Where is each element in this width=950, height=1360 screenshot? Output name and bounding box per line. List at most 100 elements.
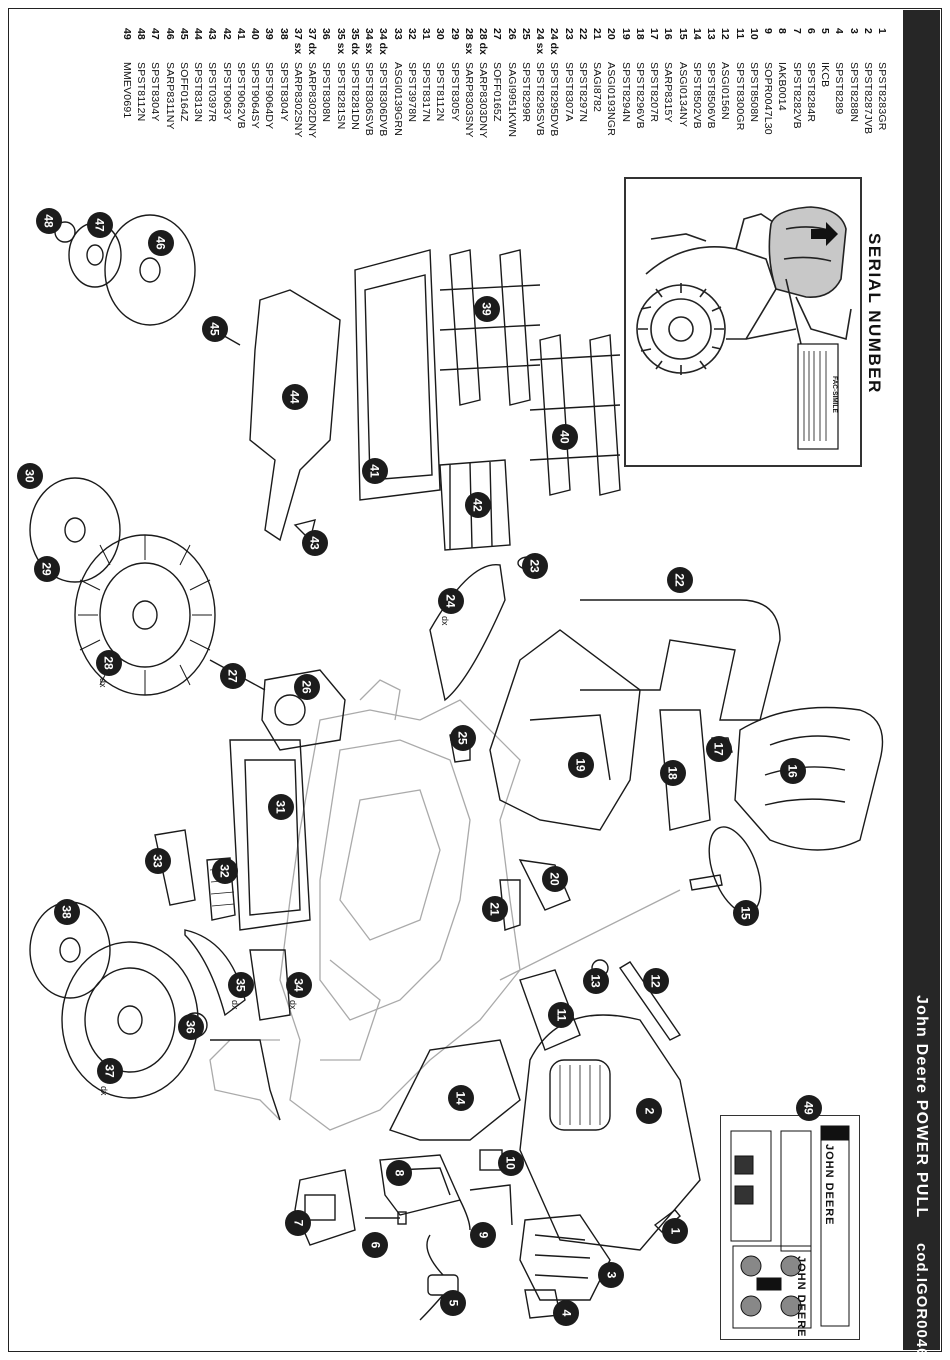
callout-label: 4: [559, 1309, 573, 1317]
callout-label: 10: [503, 1156, 518, 1170]
callout-label: 46: [153, 236, 168, 250]
callout-29: 29: [34, 556, 60, 582]
callout-label: 35: [233, 978, 248, 992]
callout-33: 33: [145, 848, 171, 874]
page-frame: [8, 8, 942, 1352]
callout-8: 8: [386, 1160, 412, 1186]
callout-28: 28: [96, 650, 122, 676]
callout-32: 32: [212, 858, 238, 884]
callout-label: 30: [22, 469, 37, 483]
callout-11: 11: [548, 1002, 574, 1028]
callout-26: 26: [294, 674, 320, 700]
callout-37: 37: [97, 1058, 123, 1084]
callout-label: 1: [668, 1227, 682, 1235]
title-band: [903, 10, 940, 1350]
callout-17: 17: [706, 736, 732, 762]
callout-42: 42: [465, 492, 491, 518]
callout-16: 16: [780, 758, 806, 784]
callout-label: 39: [479, 302, 494, 316]
callout-label: 21: [487, 902, 502, 916]
callout-27: 27: [220, 663, 246, 689]
callout-label: 11: [554, 1008, 568, 1022]
callout-4: 4: [553, 1300, 579, 1326]
callout-label: 32: [217, 864, 232, 878]
callout-label: 20: [547, 872, 562, 886]
callout-43: 43: [302, 530, 328, 556]
callout-label: 15: [738, 906, 753, 920]
callout-label: 26: [299, 680, 314, 694]
callout-12: 12: [643, 968, 669, 994]
callout-36: 36: [178, 1014, 204, 1040]
callout-21: 21: [482, 896, 508, 922]
callout-1: 1: [662, 1218, 688, 1244]
callout-label: 44: [287, 390, 302, 404]
callout-label: 14: [453, 1091, 468, 1105]
callout-13: 13: [583, 968, 609, 994]
callout-label: 25: [455, 731, 470, 745]
callout-label: 36: [183, 1020, 198, 1034]
callout-label: 16: [785, 764, 800, 778]
callout-label: 8: [392, 1169, 406, 1177]
callout-label: 18: [665, 766, 680, 780]
callout-34: 34: [286, 972, 312, 998]
callout-49: 49: [796, 1095, 822, 1121]
callout-label: 27: [225, 669, 240, 683]
side-marker: dx: [230, 1000, 240, 1010]
callout-45: 45: [202, 316, 228, 342]
callout-label: 5: [446, 1299, 460, 1307]
callout-41: 41: [362, 458, 388, 484]
callout-label: 43: [307, 536, 322, 550]
callout-10: 10: [498, 1150, 524, 1176]
callout-48: 48: [36, 208, 62, 234]
decal-sheet: JOHN DEERE JOHN DEERE: [720, 1115, 860, 1340]
callout-24: 24: [438, 588, 464, 614]
callout-label: 33: [150, 854, 165, 868]
callout-2: 2: [636, 1098, 662, 1124]
callout-38: 38: [54, 899, 80, 925]
callout-label: 2: [642, 1107, 656, 1115]
callout-label: 19: [573, 758, 588, 772]
callout-label: 49: [801, 1101, 816, 1115]
callout-label: 40: [557, 430, 572, 444]
serial-number-box: [624, 177, 862, 467]
callout-46: 46: [148, 230, 174, 256]
callout-18: 18: [660, 760, 686, 786]
side-marker: dx: [99, 1086, 109, 1096]
callout-label: 31: [273, 800, 288, 814]
callout-label: 13: [588, 974, 603, 988]
callout-label: 45: [207, 322, 222, 336]
tractor-seat-illustration: [636, 206, 852, 450]
side-marker: dx: [288, 1000, 298, 1010]
callout-label: 42: [470, 498, 485, 512]
callout-40: 40: [552, 424, 578, 450]
callout-label: 3: [604, 1271, 618, 1279]
callout-23: 23: [522, 553, 548, 579]
callout-30: 30: [17, 463, 43, 489]
side-marker: dx: [440, 616, 450, 626]
callout-6: 6: [362, 1232, 388, 1258]
callout-label: 48: [41, 214, 56, 228]
decal-artwork: [730, 1125, 850, 1329]
callout-label: 9: [476, 1231, 490, 1239]
callout-20: 20: [542, 866, 568, 892]
callout-35: 35: [228, 972, 254, 998]
side-marker: dx: [98, 678, 108, 688]
callout-19: 19: [568, 752, 594, 778]
callout-label: 22: [672, 573, 687, 587]
callout-44: 44: [282, 384, 308, 410]
callout-label: 23: [527, 559, 542, 573]
callout-label: 24: [443, 594, 458, 608]
callout-3: 3: [598, 1262, 624, 1288]
callout-9: 9: [470, 1222, 496, 1248]
callout-47: 47: [87, 212, 113, 238]
callout-7: 7: [285, 1210, 311, 1236]
callout-label: 47: [92, 218, 107, 232]
callout-14: 14: [448, 1085, 474, 1111]
callout-31: 31: [268, 794, 294, 820]
callout-label: 37: [102, 1064, 117, 1078]
callout-5: 5: [440, 1290, 466, 1316]
callout-15: 15: [733, 900, 759, 926]
callout-label: 34: [291, 978, 306, 992]
callout-label: 6: [368, 1241, 382, 1249]
